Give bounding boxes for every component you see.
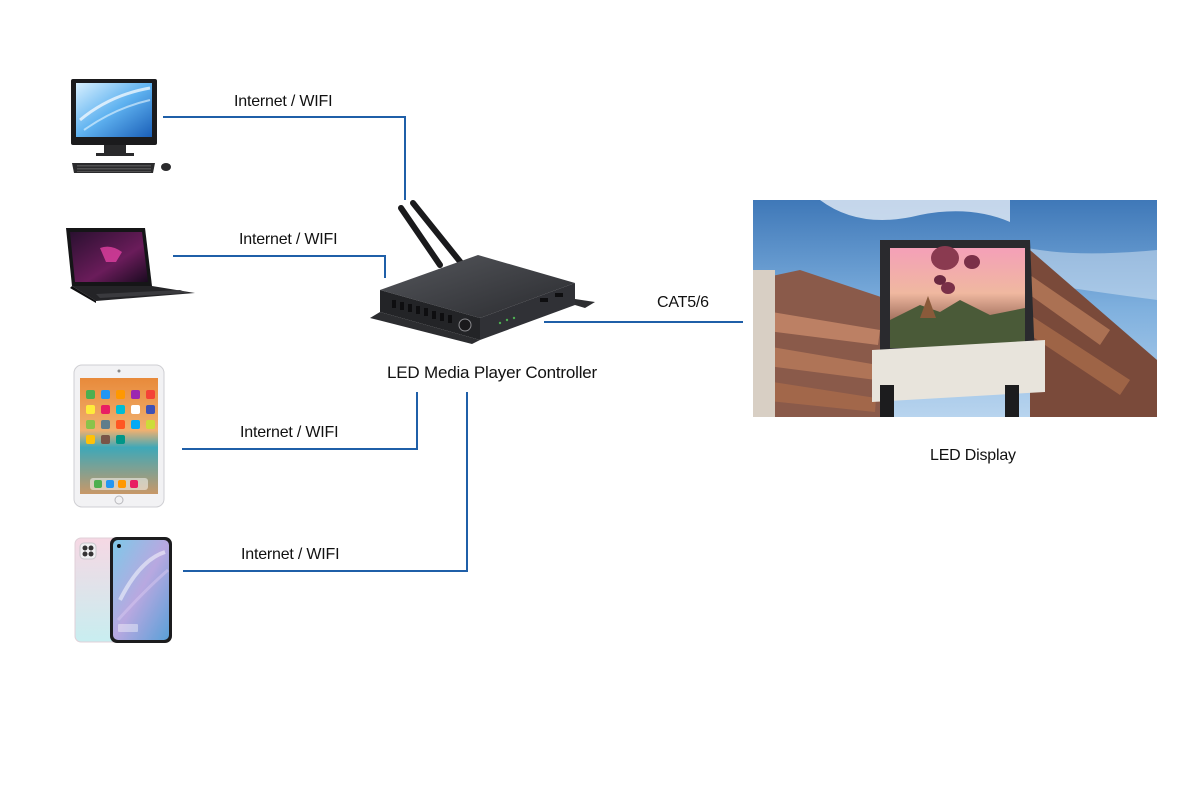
tablet-app-icons: [86, 390, 155, 490]
tablet-icon: [73, 364, 165, 508]
controller-label: LED Media Player Controller: [387, 363, 598, 382]
line-tablet: [182, 392, 418, 450]
smartphone-icon: [74, 537, 172, 643]
connector-lines: [163, 116, 743, 572]
line-desktop: [163, 116, 406, 200]
line-phone: [183, 392, 468, 572]
laptop-icon: [66, 228, 195, 303]
led-display-icon: [753, 200, 1157, 417]
connection-label-desktop: Internet / WIFI: [234, 93, 333, 110]
media-player-controller-icon: [370, 200, 595, 344]
line-laptop: [173, 255, 386, 278]
desktop-computer-icon: [71, 79, 171, 173]
connection-label-laptop: Internet / WIFI: [239, 231, 338, 248]
display-label: LED Display: [930, 447, 1016, 464]
connection-label-phone: Internet / WIFI: [241, 546, 340, 563]
connection-label-tablet: Internet / WIFI: [240, 424, 339, 441]
display-link-label: CAT5/6: [657, 294, 709, 311]
